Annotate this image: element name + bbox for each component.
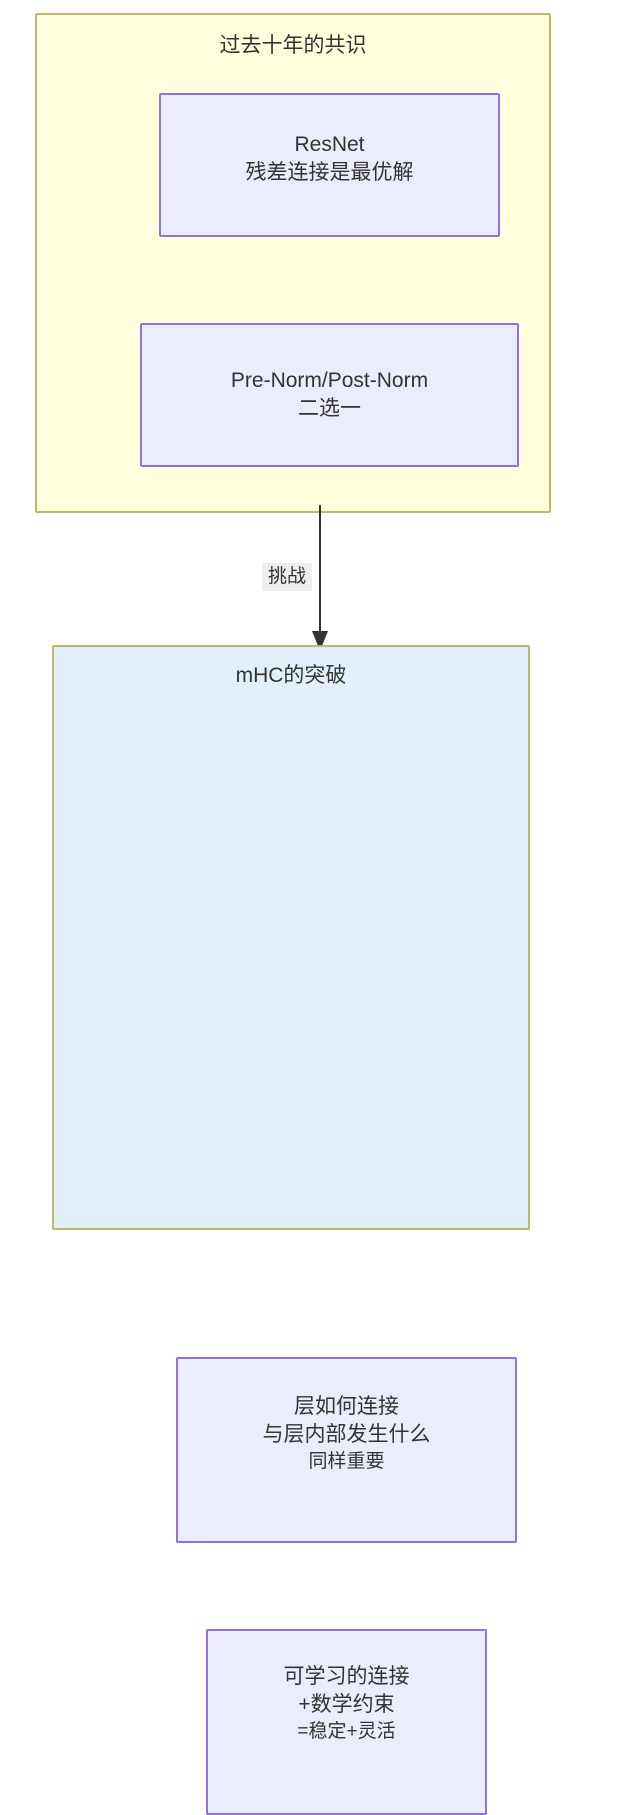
- node-resnet-text: ResNet 残差连接是最优解: [161, 131, 498, 187]
- subgraph-breakthrough: mHC的突破 层如何连接 与层内部发生什么 同样重要 可学习的连接 +数学约束 …: [52, 645, 530, 1815]
- node-learnable-connection-text: 可学习的连接 +数学约束 =稳定+灵活: [208, 1663, 485, 1745]
- node-pre-post-norm-line-1: Pre-Norm/Post-Norm: [230, 369, 429, 392]
- node-pre-post-norm-text: Pre-Norm/Post-Norm 二选一: [142, 367, 517, 423]
- node-learnable-connection-line-1: 可学习的连接: [283, 1665, 410, 1688]
- subgraph-consensus: 过去十年的共识 ResNet 残差连接是最优解 Pre-Norm/Post-No…: [35, 13, 551, 513]
- node-layer-connection[interactable]: 层如何连接 与层内部发生什么 同样重要: [176, 1357, 517, 1543]
- node-resnet-line-2: 残差连接是最优解: [245, 161, 414, 184]
- node-pre-post-norm[interactable]: Pre-Norm/Post-Norm 二选一: [140, 323, 519, 467]
- subgraph-breakthrough-title: mHC的突破: [235, 664, 347, 687]
- node-learnable-connection[interactable]: 可学习的连接 +数学约束 =稳定+灵活: [206, 1629, 487, 1815]
- flowchart-canvas: 过去十年的共识 ResNet 残差连接是最优解 Pre-Norm/Post-No…: [35, 13, 551, 1815]
- node-layer-connection-text: 层如何连接 与层内部发生什么 同样重要: [178, 1393, 515, 1475]
- node-resnet-line-1: ResNet: [294, 133, 365, 156]
- node-layer-connection-line-3: 同样重要: [308, 1451, 385, 1472]
- node-pre-post-norm-line-2: 二选一: [298, 397, 361, 420]
- node-layer-connection-line-1: 层如何连接: [294, 1395, 399, 1418]
- node-learnable-connection-line-2: +数学约束: [298, 1693, 395, 1716]
- node-layer-connection-line-2: 与层内部发生什么: [262, 1423, 431, 1446]
- edge-challenge-arrow: [312, 505, 328, 651]
- node-resnet[interactable]: ResNet 残差连接是最优解: [159, 93, 500, 237]
- subgraph-consensus-title: 过去十年的共识: [219, 34, 367, 57]
- node-learnable-connection-line-3: =稳定+灵活: [297, 1721, 396, 1742]
- edge-challenge-label: 挑战: [262, 563, 313, 591]
